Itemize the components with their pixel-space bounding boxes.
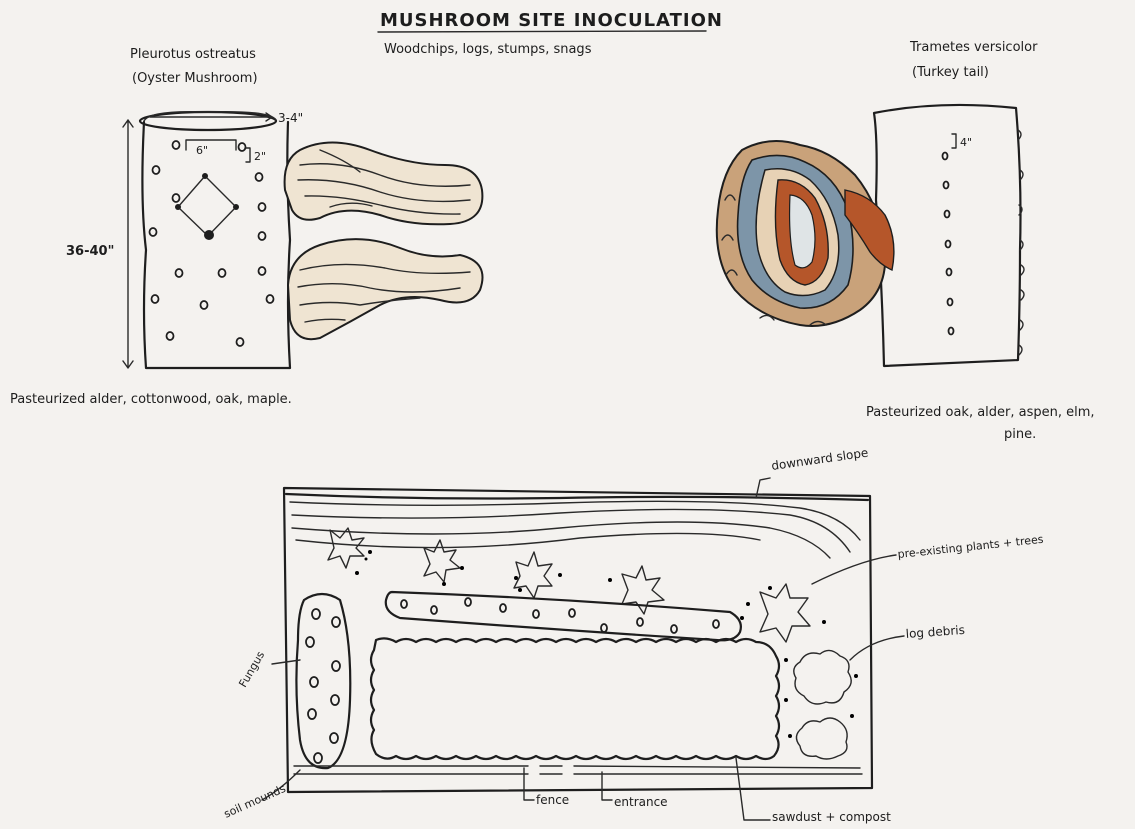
entrance-label: entrance	[614, 795, 668, 809]
oyster-common-name: (Oyster Mushroom)	[132, 71, 258, 86]
oyster-dim-width: 3-4"	[278, 111, 303, 125]
fungus-mound-left	[296, 594, 350, 768]
site-map	[284, 488, 872, 792]
spacing-bracket-6in	[186, 140, 236, 150]
page-title: MUSHROOM SITE INOCULATION	[380, 10, 723, 31]
fungus-label: Fungus	[236, 649, 267, 690]
oyster-dim-depth: 2"	[254, 150, 266, 163]
turkey-substrates-line1: Pasteurized oak, alder, aspen, elm,	[866, 405, 1095, 420]
slope-contours	[286, 494, 868, 558]
log-debris	[784, 650, 858, 759]
fence-label: fence	[536, 793, 569, 807]
turkey-dim-spacing: 4"	[960, 136, 972, 149]
page-subtitle: Woodchips, logs, stumps, snags	[384, 42, 592, 57]
oyster-latin-name: Pleurotus ostreatus	[130, 47, 256, 62]
turkey-log	[874, 105, 1024, 366]
soil-mounds-label: soil mounds	[222, 782, 288, 821]
sawdust-label: sawdust + compost	[772, 810, 891, 824]
turkey-log-holes	[943, 153, 954, 335]
oyster-substrates: Pasteurized alder, cottonwood, oak, mapl…	[10, 392, 292, 407]
oyster-dim-length: 36-40"	[66, 244, 114, 259]
sawdust-compost-bed	[371, 638, 779, 759]
turkey-common-name: (Turkey tail)	[912, 65, 989, 80]
hole-pattern-diamond	[175, 173, 239, 240]
title-underline	[378, 31, 706, 32]
depth-bracket-2in	[246, 148, 250, 162]
fungus-row-top	[386, 592, 741, 640]
fence-line	[294, 766, 862, 774]
entrance-leader	[602, 772, 612, 800]
slope-label: downward slope	[770, 446, 869, 473]
turkey-tail-mushroom	[717, 141, 894, 326]
oyster-log	[140, 112, 290, 368]
oyster-dim-spacing: 6"	[196, 144, 208, 157]
oyster-mushroom-cluster	[285, 143, 483, 340]
turkey-substrates-line2: pine.	[1004, 427, 1036, 442]
log-debris-label: log debris	[905, 623, 965, 641]
fence-leader	[524, 768, 534, 800]
plants-label: pre-existing plants + trees	[897, 533, 1044, 561]
oyster-log-holes	[150, 141, 274, 346]
length-arrow	[123, 120, 133, 368]
plants-leader	[812, 555, 896, 584]
existing-plants	[328, 528, 826, 642]
turkey-latin-name: Trametes versicolor	[909, 40, 1038, 55]
turkey-spacing-bracket	[952, 134, 956, 148]
log-debris-leader	[850, 636, 904, 660]
